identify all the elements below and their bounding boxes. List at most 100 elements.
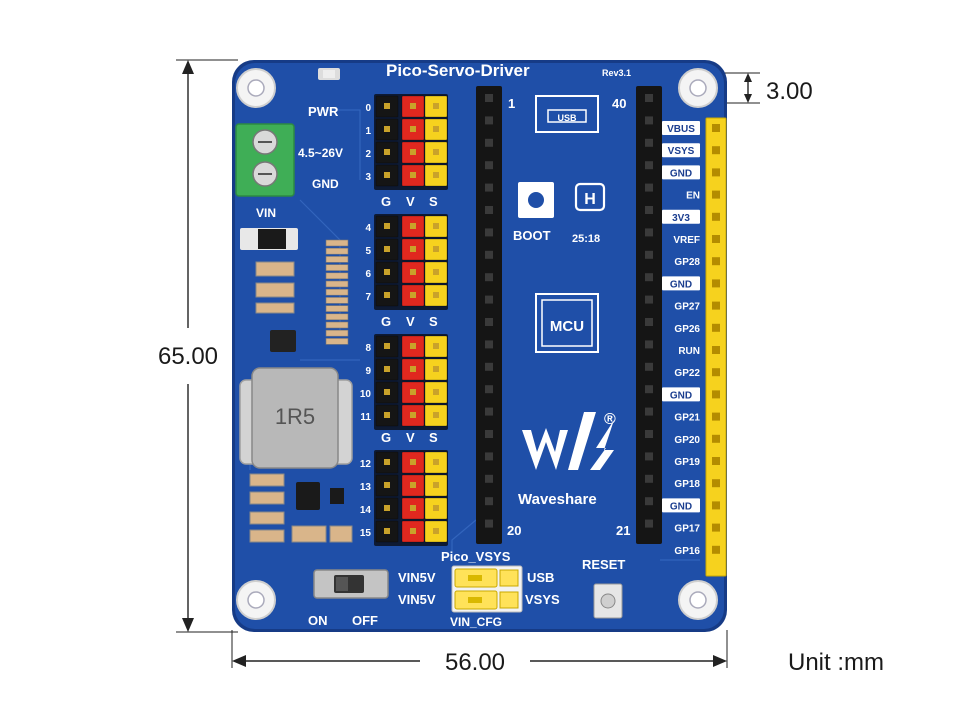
servo-pin-contact (384, 269, 390, 275)
pico-vsys-label: Pico_VSYS (441, 549, 511, 564)
mounting-hole-bottom-right (678, 580, 718, 620)
servo-header-group (374, 450, 448, 546)
servo-v-label: V (406, 430, 415, 445)
servo-pin-contact (433, 412, 439, 418)
pico-header-pin (485, 385, 493, 394)
power-terminal-block (235, 123, 295, 197)
servo-pin-contact (384, 246, 390, 252)
brand-label: Waveshare (518, 491, 597, 508)
svg-text:3V3: 3V3 (672, 213, 690, 224)
servo-pin-contact (384, 459, 390, 465)
servo-header-group (374, 334, 448, 430)
height-arrow-top (182, 60, 194, 74)
servo-pin-contact (410, 103, 416, 109)
pico-pin-label: GND (662, 498, 700, 513)
servo-pin-contact (384, 149, 390, 155)
svg-text:GP22: GP22 (674, 368, 700, 379)
pico-header-pin (485, 430, 493, 438)
width-dimension: 56.00 (445, 649, 505, 676)
pico-header-right (636, 86, 662, 544)
h-logo-icon: H (574, 182, 606, 212)
offset-arrow-top (744, 73, 752, 82)
svg-text:GND: GND (670, 501, 692, 512)
servo-pin-contact (433, 103, 439, 109)
pico-pin-1-label: 1 (508, 96, 515, 111)
pico-pin-40-label: 40 (612, 96, 626, 111)
usb-outline: USB (535, 95, 599, 133)
svg-text:GND: GND (670, 168, 692, 179)
pico-pin-21-label: 21 (616, 523, 630, 538)
servo-v-label: V (406, 194, 415, 209)
right-header-pin (712, 235, 720, 243)
pico-header-pin (485, 340, 493, 349)
trace (451, 519, 477, 560)
servo-channel-number: 6 (365, 269, 371, 280)
pico-header-pin (485, 273, 493, 282)
inductor-marking: 1R5 (275, 404, 315, 429)
vin-diode (240, 228, 298, 250)
servo-pin-contact (410, 482, 416, 488)
reset-button[interactable] (593, 583, 623, 619)
servo-pin-contact (384, 292, 390, 298)
servo-pin-contact (433, 292, 439, 298)
servo-pin-contact (433, 482, 439, 488)
servo-pin-contact (410, 366, 416, 372)
servo-pin-contact (410, 246, 416, 252)
vin-cfg-jumpers[interactable] (451, 565, 523, 613)
board-title: Pico-Servo-Driver (386, 61, 530, 80)
servo-pin-contact (410, 126, 416, 132)
pico-pin-label: GP27 (674, 302, 700, 313)
servo-pin-contact (433, 149, 439, 155)
mounting-hole-top-right (678, 68, 718, 108)
servo-pin-contact (410, 223, 416, 229)
servo-channel-number: 8 (365, 343, 371, 354)
resistor (325, 239, 349, 247)
pico-pin-label: GND (662, 387, 700, 402)
pico-header-pin (645, 206, 653, 214)
switch-on-label: ON (308, 613, 328, 628)
servo-s-label: S (429, 194, 438, 209)
svg-text:GND: GND (670, 279, 692, 290)
pico-pin-20-label: 20 (507, 523, 521, 538)
pico-header-pin (485, 116, 493, 125)
servo-pin-contact (384, 126, 390, 132)
right-pin-header (705, 117, 727, 577)
svg-text:GP17: GP17 (674, 524, 700, 535)
servo-channel-number: 7 (365, 292, 371, 303)
pico-header-pin (485, 138, 493, 147)
servo-pin-contact (433, 126, 439, 132)
mounting-hole-top-left (236, 68, 276, 108)
servo-channel-number: 15 (360, 528, 372, 539)
servo-v-label: V (406, 314, 415, 329)
servo-pin-contact (384, 412, 390, 418)
right-header-pin (712, 257, 720, 266)
servo-channel-number: 4 (365, 223, 371, 234)
pico-header-pin (645, 116, 653, 125)
servo-pin-contact (433, 246, 439, 252)
servo-pin-contact (410, 172, 416, 178)
servo-channel-number: 13 (360, 482, 372, 493)
pico-header-pin (485, 161, 493, 170)
right-header-pin (712, 412, 720, 421)
pico-pin-label: 3V3 (662, 209, 700, 224)
boot-button[interactable] (518, 182, 554, 218)
servo-pin-contact (384, 223, 390, 229)
pico-header-pin (485, 295, 493, 304)
right-header-pin (712, 124, 720, 132)
servo-channel-number: 11 (360, 412, 371, 423)
pico-header-pin (645, 474, 653, 483)
right-header-pin (712, 523, 720, 532)
servo-pin-contact (410, 343, 416, 349)
resistor (325, 305, 349, 312)
pico-header-pin (485, 474, 493, 483)
pico-pin-label: GP21 (674, 413, 700, 424)
mounting-hole-bottom-left (236, 580, 276, 620)
power-switch[interactable] (313, 569, 389, 599)
pico-header-pin (645, 497, 653, 506)
right-header-pin (712, 368, 720, 377)
servo-channel-number: 0 (365, 103, 371, 114)
offset-arrow-bottom (744, 94, 752, 103)
pico-header-pin (645, 318, 653, 326)
